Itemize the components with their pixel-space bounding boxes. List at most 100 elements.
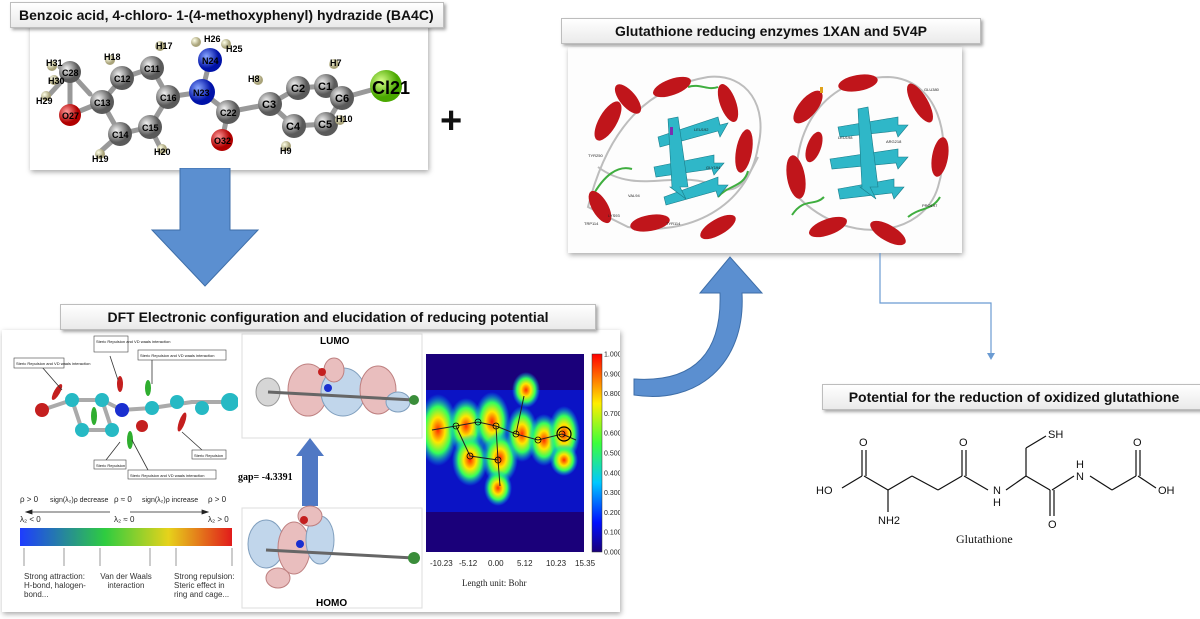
svg-text:O: O bbox=[1133, 437, 1142, 449]
elf-x-tick: 0.00 bbox=[488, 559, 504, 568]
nci-callout: Steric Repulsion and VD waals interactio… bbox=[130, 473, 204, 478]
atom-label: C5 bbox=[318, 119, 332, 131]
nci-right-bottom: λ₂ > 0 bbox=[208, 515, 229, 524]
elf-x-tick: 15.35 bbox=[575, 559, 596, 568]
atom-label: N24 bbox=[202, 56, 219, 66]
svg-text:LEU198: LEU198 bbox=[838, 135, 853, 140]
elf-x-tick: -5.12 bbox=[459, 559, 478, 568]
homo-label: HOMO bbox=[316, 598, 347, 609]
nci-callout: Steric Repulsion bbox=[96, 463, 125, 468]
svg-text:GLY194: GLY194 bbox=[706, 165, 721, 170]
potential-title: Potential for the reduction of oxidized … bbox=[822, 384, 1200, 410]
elf-x-tick: 5.12 bbox=[517, 559, 533, 568]
elf-x-tick: 10.23 bbox=[546, 559, 567, 568]
nci-decrease: sign(λ₂)ρ decrease bbox=[50, 497, 109, 504]
atom-label: C22 bbox=[220, 108, 237, 118]
nci-callout: Steric Repulsion and VD waals interactio… bbox=[140, 353, 214, 358]
atom-label: C14 bbox=[112, 130, 129, 140]
atom-label: C28 bbox=[62, 68, 79, 78]
svg-text:ARG218: ARG218 bbox=[886, 139, 902, 144]
colorbar-tick: 0.700 bbox=[604, 411, 620, 418]
colorbar-tick: 0.000 bbox=[604, 550, 620, 557]
lumo-label: LUMO bbox=[320, 336, 350, 347]
colorbar-tick: 0.300 bbox=[604, 490, 620, 497]
glutathione-structure: HO O NH2 O N H SH O N H O OH bbox=[816, 429, 1175, 531]
atom-label: C16 bbox=[160, 93, 177, 103]
atom-label: H30 bbox=[48, 76, 65, 86]
svg-text:TYR250: TYR250 bbox=[588, 153, 603, 158]
svg-text:PRO197: PRO197 bbox=[922, 203, 938, 208]
colorbar-tick: 0.200 bbox=[604, 510, 620, 517]
atom-label: H19 bbox=[92, 154, 109, 164]
nci-mid-bottom: λ₂ ≈ 0 bbox=[114, 515, 135, 524]
frontier-orbitals: LUMO gap= -4.3391 HOMO bbox=[238, 330, 426, 612]
glutathione-n2: N bbox=[1076, 471, 1084, 483]
nci-mid-top: ρ ≈ 0 bbox=[114, 495, 132, 504]
atom-label: H29 bbox=[36, 96, 53, 106]
colorbar-tick: 0.800 bbox=[604, 391, 620, 398]
elf-x-tick: -10.23 bbox=[430, 559, 453, 568]
svg-text:TRP114: TRP114 bbox=[584, 221, 599, 226]
atom-label: C4 bbox=[286, 121, 301, 133]
svg-text:TYR114: TYR114 bbox=[666, 221, 681, 226]
plus-sign: + bbox=[440, 100, 463, 142]
atom-label: C1 bbox=[318, 81, 332, 93]
colorbar-tick: 0.600 bbox=[604, 431, 620, 438]
nci-strong-attraction: Strong attraction: H-bond, halogen-bond.… bbox=[24, 572, 86, 599]
nci-increase: sign(λ₂)ρ increase bbox=[142, 497, 198, 504]
nci-plot: Steric Repulsion and VD waals interactio… bbox=[2, 330, 238, 612]
glutathione-n1: N bbox=[993, 485, 1001, 497]
elf-xlabel: Length unit: Bohr bbox=[462, 578, 527, 588]
svg-text:O: O bbox=[859, 437, 868, 449]
atom-label: H25 bbox=[226, 44, 243, 54]
down-arrow-icon bbox=[150, 168, 260, 287]
atom-label: H17 bbox=[156, 41, 173, 51]
svg-text:LEU192: LEU192 bbox=[694, 127, 709, 132]
gap-label: gap= -4.3391 bbox=[238, 472, 293, 483]
nci-strong-repulsion: Strong repulsion: Steric effect in ring … bbox=[174, 572, 235, 599]
dft-title: DFT Electronic configuration and elucida… bbox=[60, 304, 596, 330]
atom-label: Cl21 bbox=[372, 78, 410, 98]
ba4c-molecule-panel: H31 H29 C28 H30 O27 H18 C12 H17 C11 C13 … bbox=[30, 22, 428, 170]
glutathione-nh2: NH2 bbox=[878, 515, 900, 527]
atom-label: H8 bbox=[248, 74, 260, 84]
glutathione-h1: H bbox=[993, 497, 1001, 509]
nci-van-der-waals: Van der Waals interaction bbox=[100, 572, 152, 590]
svg-text:VAL94: VAL94 bbox=[628, 193, 640, 198]
curved-arrow-icon bbox=[633, 256, 764, 397]
atom-label: H31 bbox=[46, 58, 63, 68]
atom-label: H7 bbox=[330, 58, 342, 68]
glutathione-h2: H bbox=[1076, 459, 1084, 471]
colorbar-tick: 0.100 bbox=[604, 530, 620, 537]
dft-panel: Steric Repulsion and VD waals interactio… bbox=[2, 330, 620, 612]
connector-line bbox=[879, 253, 995, 360]
atom-label: H26 bbox=[204, 34, 221, 44]
atom-label: C3 bbox=[262, 99, 276, 111]
ba4c-ball-and-stick-model: H31 H29 C28 H30 O27 H18 C12 H17 C11 C13 … bbox=[36, 34, 410, 164]
atom-label: H18 bbox=[104, 52, 121, 62]
atom-label: N23 bbox=[193, 88, 210, 98]
glutathione-sh: SH bbox=[1048, 429, 1063, 441]
nci-callout: Steric Repulsion and VD waals interactio… bbox=[16, 361, 90, 366]
ba4c-title: Benzoic acid, 4-chloro- 1-(4-methoxyphen… bbox=[10, 2, 444, 28]
atom-label: C13 bbox=[94, 98, 111, 108]
svg-text:LYS93: LYS93 bbox=[608, 213, 620, 218]
nci-callout: Steric Repulsion and VD waals interactio… bbox=[96, 339, 170, 344]
enzymes-title: Glutathione reducing enzymes 1XAN and 5V… bbox=[561, 18, 981, 44]
svg-text:GLU380: GLU380 bbox=[924, 87, 940, 92]
colorbar-tick: 0.500 bbox=[604, 451, 620, 458]
atom-label: C6 bbox=[335, 93, 349, 105]
elf-color-map: 1.0000.9000.8000.7000.6000.5000.4000.300… bbox=[426, 352, 620, 588]
atom-label: C12 bbox=[114, 74, 131, 84]
atom-label: O27 bbox=[62, 111, 79, 121]
nci-left-top: ρ > 0 bbox=[20, 495, 39, 504]
svg-text:O: O bbox=[1048, 519, 1057, 531]
nci-left-bottom: λ₂ < 0 bbox=[20, 515, 41, 524]
atom-label: C15 bbox=[142, 123, 159, 133]
atom-label: H9 bbox=[280, 146, 292, 156]
nci-right-top: ρ > 0 bbox=[208, 495, 227, 504]
colorbar-tick: 0.900 bbox=[604, 371, 620, 378]
atom-label: C2 bbox=[291, 83, 305, 95]
